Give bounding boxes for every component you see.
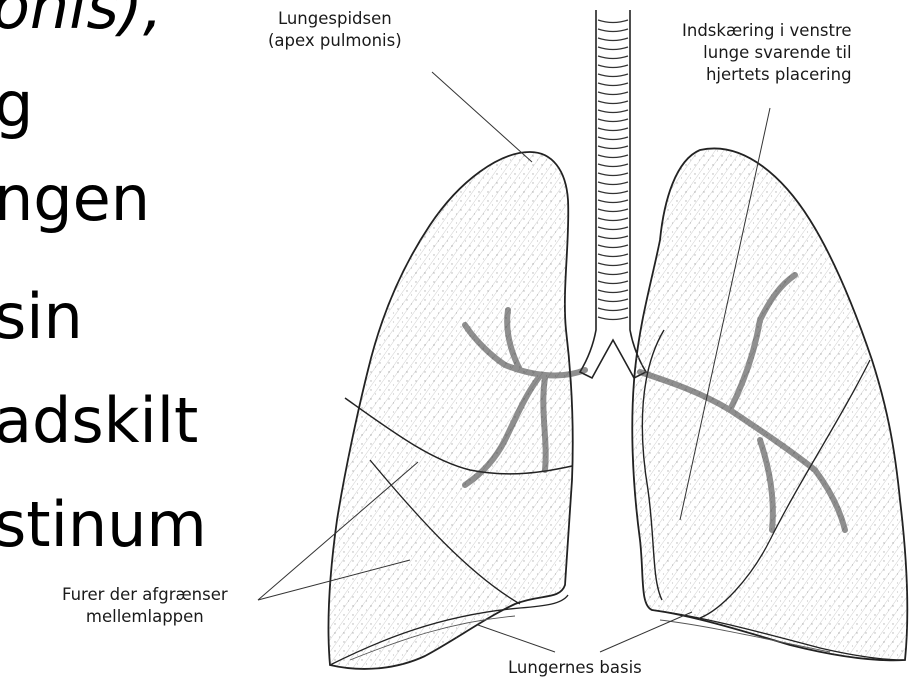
right-lung xyxy=(328,152,585,669)
label-fissures: Furer der afgrænser mellemlappen xyxy=(62,584,228,628)
trachea xyxy=(580,10,646,378)
leader-base-1 xyxy=(478,625,555,652)
label-notch-line-1: Indskæring i venstre xyxy=(682,20,852,42)
leader-apex xyxy=(432,72,532,162)
left-lung xyxy=(632,148,907,660)
label-notch-line-2: lunge svarende til xyxy=(682,42,852,64)
label-base-line-1: Lungernes basis xyxy=(508,657,642,679)
label-base: Lungernes basis xyxy=(508,657,642,679)
label-fissures-line-1: Furer der afgrænser xyxy=(62,584,228,606)
leader-base-2 xyxy=(600,612,692,652)
label-apex-line-1: Lungespidsen xyxy=(268,8,402,30)
label-notch-line-3: hjertets placering xyxy=(682,64,852,86)
label-cardiac-notch: Indskæring i venstre lunge svarende til … xyxy=(682,20,852,86)
label-apex: Lungespidsen (apex pulmonis) xyxy=(268,8,402,52)
label-fissures-line-2: mellemlappen xyxy=(62,606,228,628)
label-apex-line-2: (apex pulmonis) xyxy=(268,30,402,52)
